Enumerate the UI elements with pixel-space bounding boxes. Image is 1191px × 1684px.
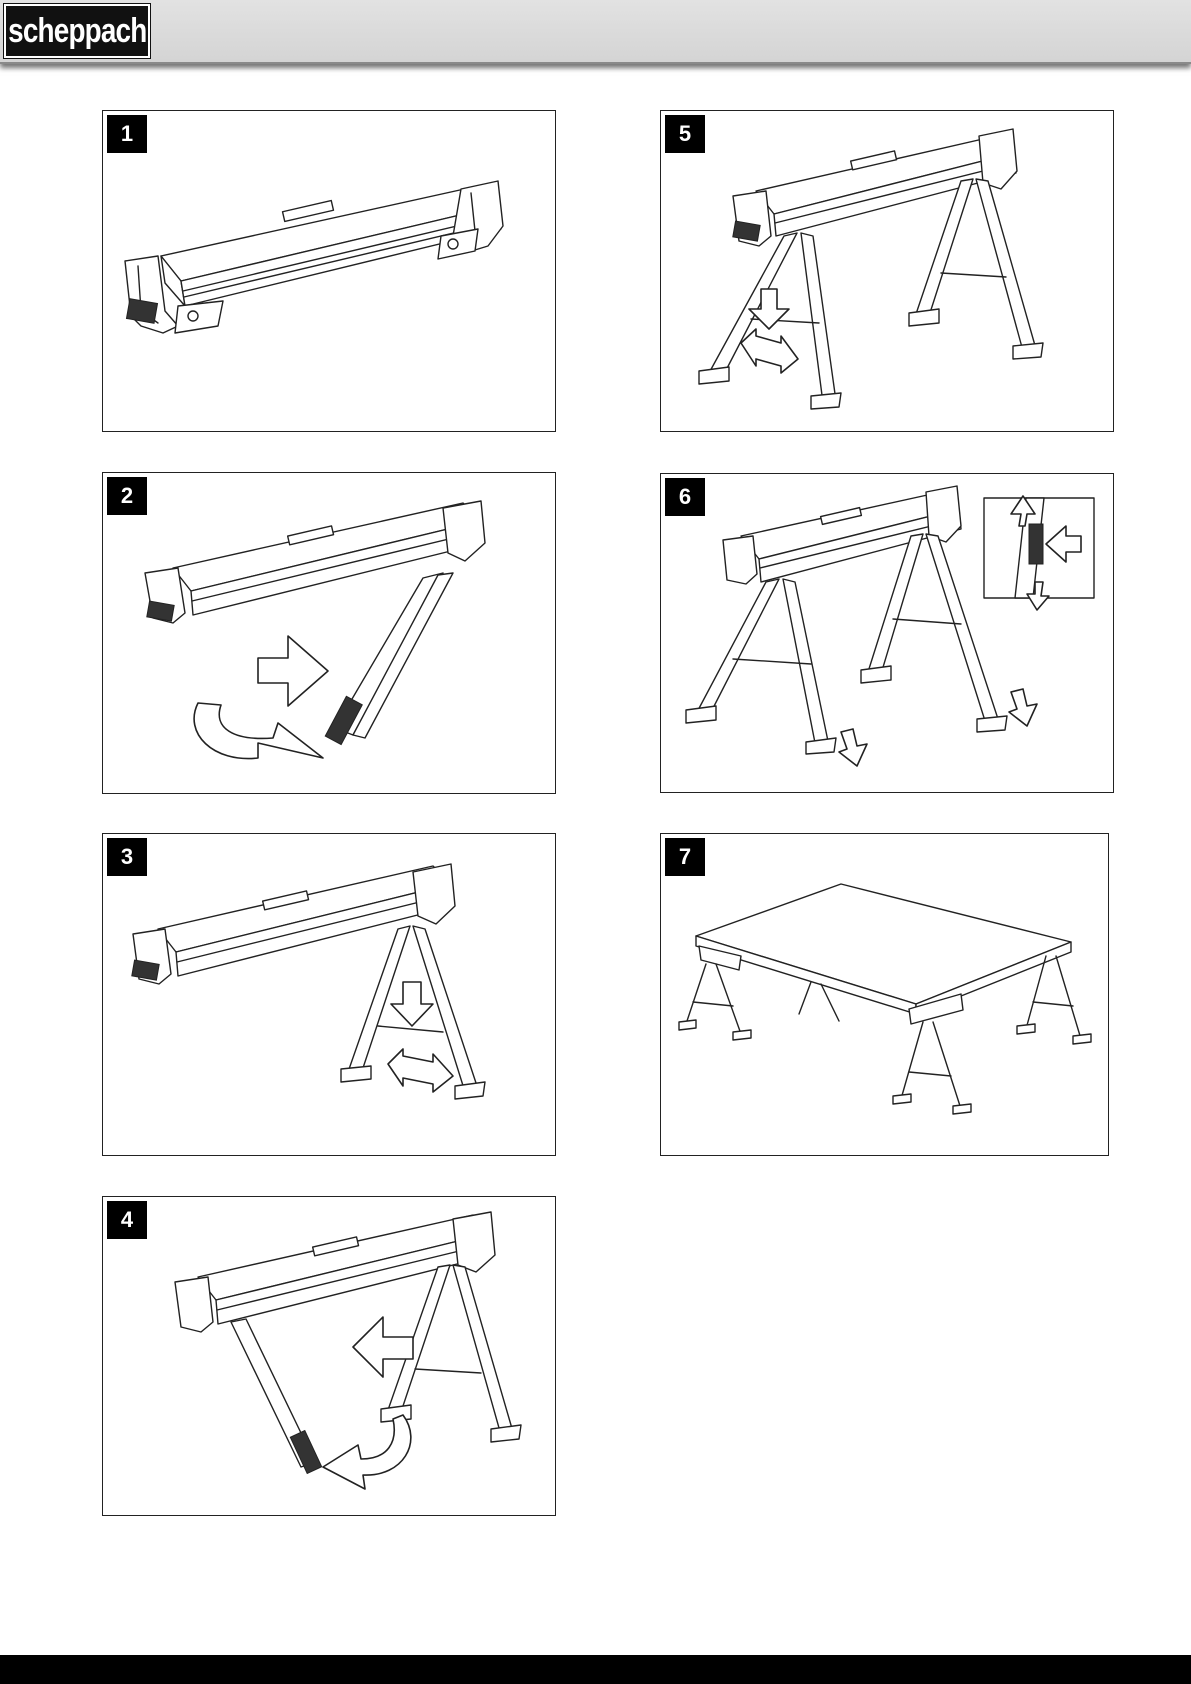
figure-2: 2 xyxy=(102,472,556,794)
figure-7: 7 xyxy=(660,833,1109,1156)
double-arrow-icon xyxy=(741,329,798,373)
down-arrow-icon xyxy=(1009,689,1037,726)
height-adjustment-illustration xyxy=(661,474,1115,794)
curved-arrow-icon xyxy=(323,1415,411,1489)
down-arrow-icon xyxy=(839,729,867,766)
unfolding-leg-illustration xyxy=(103,473,557,795)
page-header: scheppach xyxy=(0,0,1191,64)
brand-name: scheppach xyxy=(8,14,146,48)
right-arrow-icon xyxy=(258,636,328,706)
page-footer xyxy=(0,1655,1191,1684)
one-leg-extended-illustration xyxy=(103,834,557,1157)
trestle-standing-illustration xyxy=(661,111,1115,433)
folded-trestle-illustration xyxy=(103,111,557,433)
down-arrow-icon xyxy=(391,982,433,1026)
figure-5: 5 xyxy=(660,110,1114,432)
figure-3: 3 xyxy=(102,833,556,1156)
detail-inset xyxy=(984,496,1094,610)
figure-1: 1 xyxy=(102,110,556,432)
figure-4: 4 xyxy=(102,1196,556,1516)
figure-6: 6 xyxy=(660,473,1114,793)
brand-logo: scheppach xyxy=(4,4,150,58)
double-arrow-icon xyxy=(388,1049,453,1092)
second-leg-unfolding-illustration xyxy=(103,1197,557,1517)
workbench-table-illustration xyxy=(661,834,1110,1157)
curved-arrow-icon xyxy=(194,703,323,759)
